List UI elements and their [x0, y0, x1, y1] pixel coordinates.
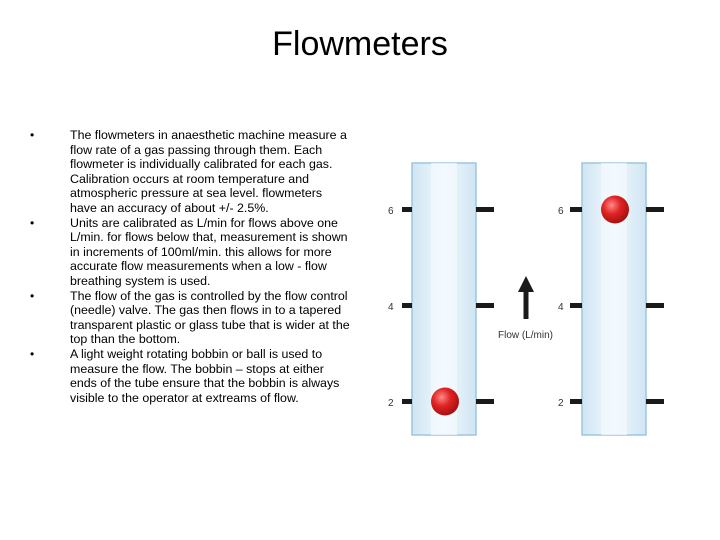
- tick-mark: [476, 303, 494, 308]
- flow-arrow: Flow (L/min): [498, 276, 553, 341]
- bullet-list: • The flowmeters in anaesthetic machine m…: [30, 128, 350, 405]
- bullet-glyph: •: [30, 288, 35, 303]
- tick-mark: [570, 303, 582, 308]
- tick-mark: [646, 399, 664, 404]
- tick-mark: [646, 207, 664, 212]
- tick-mark: [570, 399, 582, 404]
- bullet-text: A light weight rotating bobbin or ball i…: [70, 346, 340, 405]
- bullet-text: The flowmeters in anaesthetic machine me…: [70, 128, 347, 215]
- bullet-text: The flow of the gas is controlled by the…: [70, 288, 350, 347]
- bullet-item: • A light weight rotating bobbin or ball …: [30, 347, 350, 405]
- scale-label: 4: [388, 302, 394, 313]
- tick-mark: [476, 207, 494, 212]
- arrow-shaft: [523, 290, 529, 319]
- scale-label: 4: [558, 302, 564, 313]
- bullet-item: • The flowmeters in anaesthetic machine m…: [30, 128, 350, 216]
- bullet-glyph: •: [30, 215, 35, 230]
- tick-mark: [402, 303, 412, 308]
- tick-mark: [402, 399, 412, 404]
- bobbin-ball: [601, 195, 629, 224]
- scale-label: 2: [388, 398, 394, 409]
- bullet-glyph: •: [30, 346, 35, 361]
- bullet-glyph: •: [30, 128, 35, 142]
- flow-axis-label: Flow (L/min): [498, 330, 553, 341]
- arrow-up-icon: [518, 276, 534, 292]
- scale-label: 6: [558, 206, 564, 217]
- high-flow-tube: 6 4 2: [558, 162, 664, 436]
- slide-title: Flowmeters: [272, 25, 448, 63]
- bullet-item: • The flow of the gas is controlled by th…: [30, 289, 350, 347]
- scale-label: 2: [558, 398, 564, 409]
- tick-mark: [570, 207, 582, 212]
- tick-mark: [476, 399, 494, 404]
- tick-mark: [646, 303, 664, 308]
- bullet-item: • Units are calibrated as L/min for flows…: [30, 216, 350, 289]
- bullet-text: Units are calibrated as L/min for flows …: [70, 215, 348, 288]
- bobbin-ball: [431, 387, 459, 416]
- low-flow-tube: 6 4 2: [388, 162, 494, 436]
- tick-mark: [402, 207, 412, 212]
- scale-label: 6: [388, 206, 394, 217]
